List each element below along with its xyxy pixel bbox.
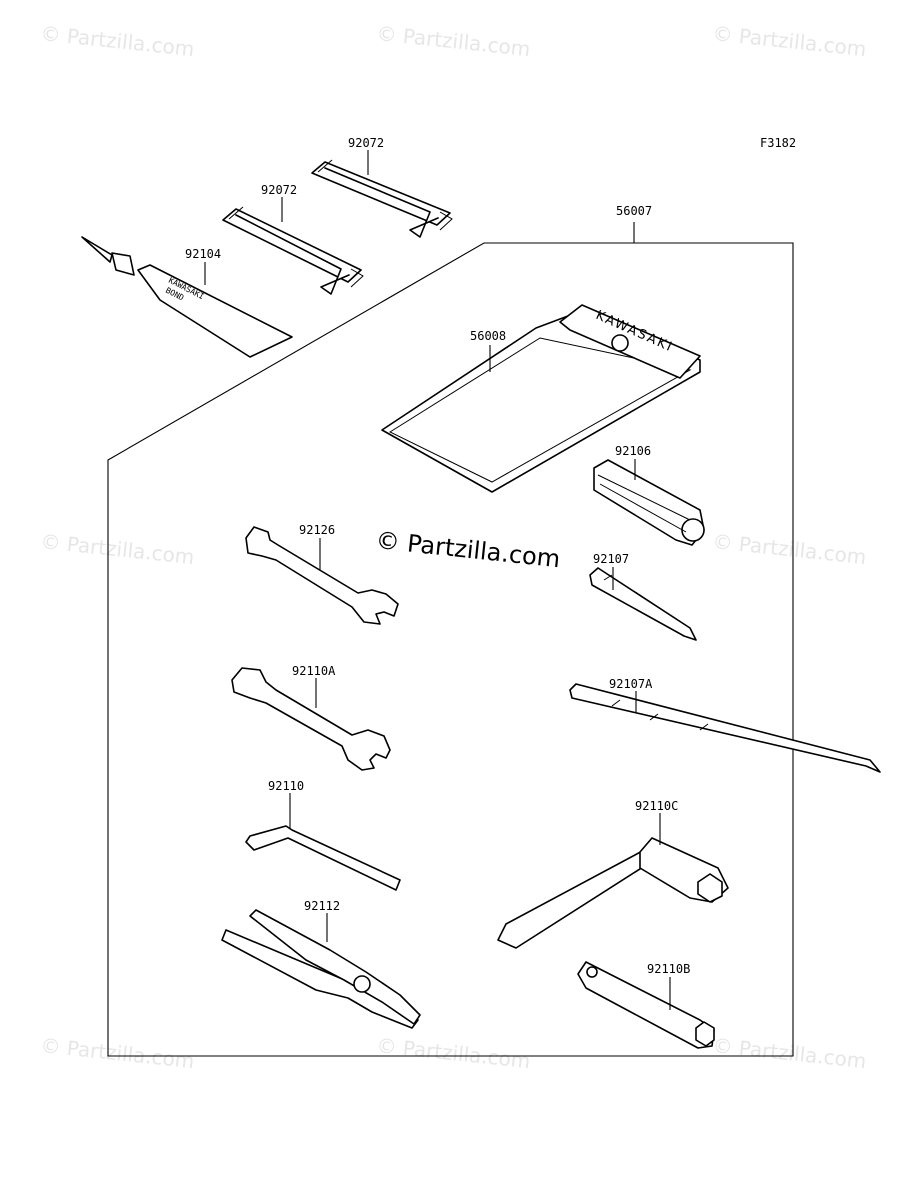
part-label-92107A[interactable]: 92107A bbox=[609, 677, 653, 691]
part-label-92110[interactable]: 92110 bbox=[268, 779, 304, 793]
strap-92072-lower[interactable] bbox=[222, 206, 364, 295]
part-label-92110B[interactable]: 92110B bbox=[647, 962, 690, 976]
watermark-bl: © Partzilla.com bbox=[39, 1033, 195, 1073]
main-watermark-text: © Partzilla.com bbox=[374, 526, 561, 573]
watermark-tl: © Partzilla.com bbox=[39, 21, 195, 61]
watermark-text: © Partzilla.com bbox=[39, 21, 195, 61]
hex-key-92110[interactable] bbox=[245, 825, 401, 891]
box-wrench-92110B[interactable] bbox=[577, 961, 715, 1049]
part-label-92112[interactable]: 92112 bbox=[304, 899, 340, 913]
part-label-56007[interactable]: 56007 bbox=[616, 204, 652, 218]
part-label-92072b[interactable]: 92072 bbox=[261, 183, 297, 197]
part-label-92107[interactable]: 92107 bbox=[593, 552, 629, 566]
watermark-text: © Partzilla.com bbox=[39, 1033, 195, 1073]
bond-tube-92104[interactable]: KAWASAKI BOND bbox=[81, 236, 293, 358]
watermark-text: © Partzilla.com bbox=[39, 529, 195, 569]
part-label-92110A[interactable]: 92110A bbox=[292, 664, 336, 678]
tool-pouch-56008[interactable]: KAWASAKI bbox=[381, 304, 701, 493]
part-label-92104[interactable]: 92104 bbox=[185, 247, 221, 261]
screwdriver-handle-92106[interactable] bbox=[593, 459, 705, 546]
socket-wrench-92110C[interactable] bbox=[497, 837, 729, 949]
watermark-text: © Partzilla.com bbox=[711, 1033, 867, 1073]
screwdriver-bit-92107A[interactable] bbox=[569, 683, 881, 773]
screwdriver-bit-92107[interactable] bbox=[589, 567, 697, 641]
part-label-92110C[interactable]: 92110C bbox=[635, 799, 678, 813]
watermark-text: © Partzilla.com bbox=[711, 529, 867, 569]
watermark-br: © Partzilla.com bbox=[711, 1033, 867, 1073]
watermark-ml: © Partzilla.com bbox=[39, 529, 195, 569]
kit-outline bbox=[107, 242, 794, 1057]
strap-92072-upper[interactable] bbox=[311, 159, 453, 238]
watermark-tr: © Partzilla.com bbox=[711, 21, 867, 61]
wrench-92126[interactable] bbox=[245, 526, 399, 625]
watermark-text: © Partzilla.com bbox=[375, 1033, 531, 1073]
part-label-92126[interactable]: 92126 bbox=[299, 523, 335, 537]
part-label-56008[interactable]: 56008 bbox=[470, 329, 506, 343]
watermark-mr: © Partzilla.com bbox=[711, 529, 867, 569]
watermark-text: © Partzilla.com bbox=[711, 21, 867, 61]
part-label-92072a[interactable]: 92072 bbox=[348, 136, 384, 150]
wrench-92110A[interactable] bbox=[231, 667, 391, 771]
watermark-tc: © Partzilla.com bbox=[375, 21, 531, 61]
main-watermark: © Partzilla.com bbox=[374, 526, 561, 573]
figure-code: F3182 bbox=[760, 136, 796, 150]
watermark-bc: © Partzilla.com bbox=[375, 1033, 531, 1073]
part-label-92106[interactable]: 92106 bbox=[615, 444, 651, 458]
watermark-text: © Partzilla.com bbox=[375, 21, 531, 61]
pliers-92112[interactable] bbox=[221, 909, 421, 1029]
